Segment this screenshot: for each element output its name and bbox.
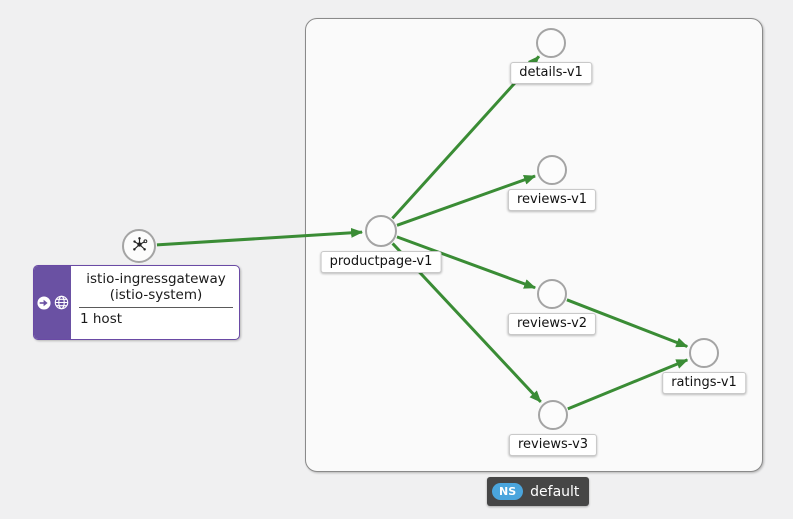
edge-productpage-v1-to-reviews-v2[interactable] bbox=[396, 235, 537, 290]
namespace-badge[interactable]: NS default bbox=[487, 477, 590, 506]
edge-reviews-v3-to-ratings-v1[interactable] bbox=[567, 358, 689, 411]
gateway-namespace: (istio-system) bbox=[109, 287, 203, 304]
gateway-node-label-box[interactable]: istio-ingressgateway (istio-system) 1 ho… bbox=[33, 265, 240, 340]
node-label-reviews-v1[interactable]: reviews-v1 bbox=[507, 189, 597, 211]
graph-node-details-v1[interactable] bbox=[536, 28, 566, 58]
node-label-reviews-v2[interactable]: reviews-v2 bbox=[507, 313, 597, 335]
gateway-title: istio-ingressgateway bbox=[86, 271, 226, 287]
graph-node-ratings-v1[interactable] bbox=[689, 338, 719, 368]
graph-node-productpage-v1[interactable] bbox=[365, 215, 397, 247]
node-label-productpage-v1[interactable]: productpage-v1 bbox=[320, 251, 442, 273]
mesh-hub-icon bbox=[130, 235, 149, 258]
graph-node-istio-ingressgateway[interactable] bbox=[122, 229, 156, 263]
gateway-label-content: istio-ingressgateway (istio-system) 1 ho… bbox=[71, 266, 239, 339]
node-label-reviews-v3[interactable]: reviews-v3 bbox=[508, 434, 598, 456]
node-label-ratings-v1[interactable]: ratings-v1 bbox=[662, 372, 746, 394]
edge-reviews-v2-to-ratings-v1[interactable] bbox=[566, 298, 689, 348]
edge-istio-ingressgateway-to-productpage-v1[interactable] bbox=[156, 227, 364, 247]
gateway-hosts-count: 1 host bbox=[80, 311, 123, 328]
sign-in-arrow-icon bbox=[36, 295, 52, 311]
namespace-abbrev-pill: NS bbox=[492, 483, 524, 500]
graph-node-reviews-v2[interactable] bbox=[537, 279, 567, 309]
gateway-divider bbox=[79, 307, 233, 309]
graph-node-reviews-v3[interactable] bbox=[538, 400, 568, 430]
edge-productpage-v1-to-reviews-v1[interactable] bbox=[396, 174, 536, 227]
namespace-name: default bbox=[530, 483, 580, 500]
graph-node-reviews-v1[interactable] bbox=[537, 155, 567, 185]
gateway-badge-band bbox=[34, 266, 71, 339]
globe-icon bbox=[53, 294, 70, 311]
node-label-details-v1[interactable]: details-v1 bbox=[510, 62, 592, 84]
